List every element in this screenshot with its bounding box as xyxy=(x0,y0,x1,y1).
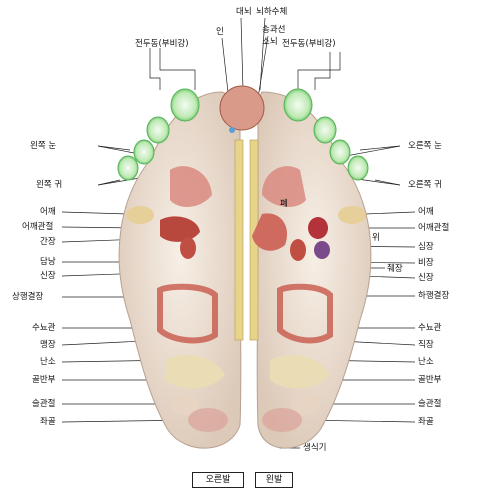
label-right-ear: 오른쪽 귀 xyxy=(408,180,442,190)
colon-ascending xyxy=(157,283,218,344)
stomach xyxy=(252,213,288,251)
kidney-right xyxy=(180,237,196,259)
label-ureter-left-side: 수뇨관 xyxy=(32,323,56,333)
label-liver: 간장 xyxy=(40,237,56,247)
toe-4-left xyxy=(347,155,369,181)
label-right-shoulder-joint: 어깨관절 xyxy=(418,223,450,233)
label-lung: 폐 xyxy=(280,199,288,209)
label-pelvis-left-side: 골반부 xyxy=(32,375,56,385)
toe-2-left xyxy=(313,116,337,144)
heart xyxy=(308,217,328,239)
toe-big-left xyxy=(283,88,313,122)
label-right-eye: 오른쪽 눈 xyxy=(408,141,442,151)
label-ovary-left-side: 난소 xyxy=(40,357,56,367)
knee-left xyxy=(291,395,319,415)
label-sciatic-left-side: 좌골 xyxy=(40,417,56,427)
colon-descending xyxy=(277,283,333,344)
lung-right-foot xyxy=(170,166,212,207)
label-spleen: 비장 xyxy=(418,258,434,268)
label-right-shoulder: 어깨 xyxy=(418,207,434,217)
label-left-shoulder-joint: 어깨관절 xyxy=(22,222,54,232)
knee-right xyxy=(171,395,199,415)
label-pituitary: 뇌하수체 xyxy=(256,7,288,17)
label-left-shoulder: 어깨 xyxy=(40,207,56,217)
right-foot-name-box: 오른발 xyxy=(192,472,244,488)
label-sinus-right: 전두동(부비강) xyxy=(282,39,336,49)
sciatic-right xyxy=(188,408,228,432)
label-pelvis-right-side: 골반부 xyxy=(418,375,442,385)
toe-2-right xyxy=(146,116,170,144)
label-kidney-right-side: 신장 xyxy=(418,273,434,283)
pituitary-dot xyxy=(229,127,235,133)
label-ascending-colon: 상행결장 xyxy=(12,292,44,302)
label-nose: 인 xyxy=(216,27,224,37)
pelvis-right xyxy=(165,355,225,389)
label-sciatic-right-side: 좌골 xyxy=(418,417,434,427)
label-heart: 심장 xyxy=(418,242,434,252)
label-left-eye: 왼쪽 눈 xyxy=(30,141,57,151)
right-foot-toes xyxy=(117,88,200,181)
shoulder-right xyxy=(126,206,154,224)
label-brain: 대뇌 xyxy=(236,7,252,17)
label-pineal: 송과선 xyxy=(262,25,286,35)
toe-3-right xyxy=(133,139,155,165)
left-foot-name-box: 왼발 xyxy=(255,472,293,488)
label-genital: 생식기 xyxy=(303,443,327,453)
label-kidney-left-side: 신장 xyxy=(40,271,56,281)
label-pancreas: 췌장 xyxy=(387,264,403,274)
spleen xyxy=(314,241,330,259)
kidney-left xyxy=(290,239,306,261)
label-rectum: 직장 xyxy=(418,340,434,350)
label-ovary-right-side: 난소 xyxy=(418,357,434,367)
spine-right xyxy=(234,139,244,341)
label-ureter-right-side: 수뇨관 xyxy=(418,323,442,333)
label-knee-left-side: 슬관절 xyxy=(32,399,56,409)
left-foot-toes xyxy=(283,88,369,181)
label-stomach: 위 xyxy=(372,233,380,243)
label-knee-right-side: 슬관절 xyxy=(418,399,442,409)
left-foot-sole xyxy=(256,91,372,449)
label-gallbladder: 담낭 xyxy=(40,257,56,267)
toe-3-left xyxy=(329,139,351,165)
toe-big-right xyxy=(170,88,200,122)
sciatic-left xyxy=(262,408,302,432)
label-cecum: 맹장 xyxy=(40,340,56,350)
liver xyxy=(160,216,200,242)
label-sinus-left: 전두동(부비강) xyxy=(135,39,189,49)
shoulder-left xyxy=(338,206,366,224)
pelvis-left xyxy=(270,355,330,389)
label-left-ear: 왼쪽 귀 xyxy=(36,180,63,190)
label-cerebellum: 소뇌 xyxy=(262,37,278,47)
toe-4-right xyxy=(117,155,139,181)
lung-left-foot xyxy=(262,166,306,207)
label-descending-colon: 하행결장 xyxy=(418,291,450,301)
brain-zone xyxy=(219,85,265,131)
